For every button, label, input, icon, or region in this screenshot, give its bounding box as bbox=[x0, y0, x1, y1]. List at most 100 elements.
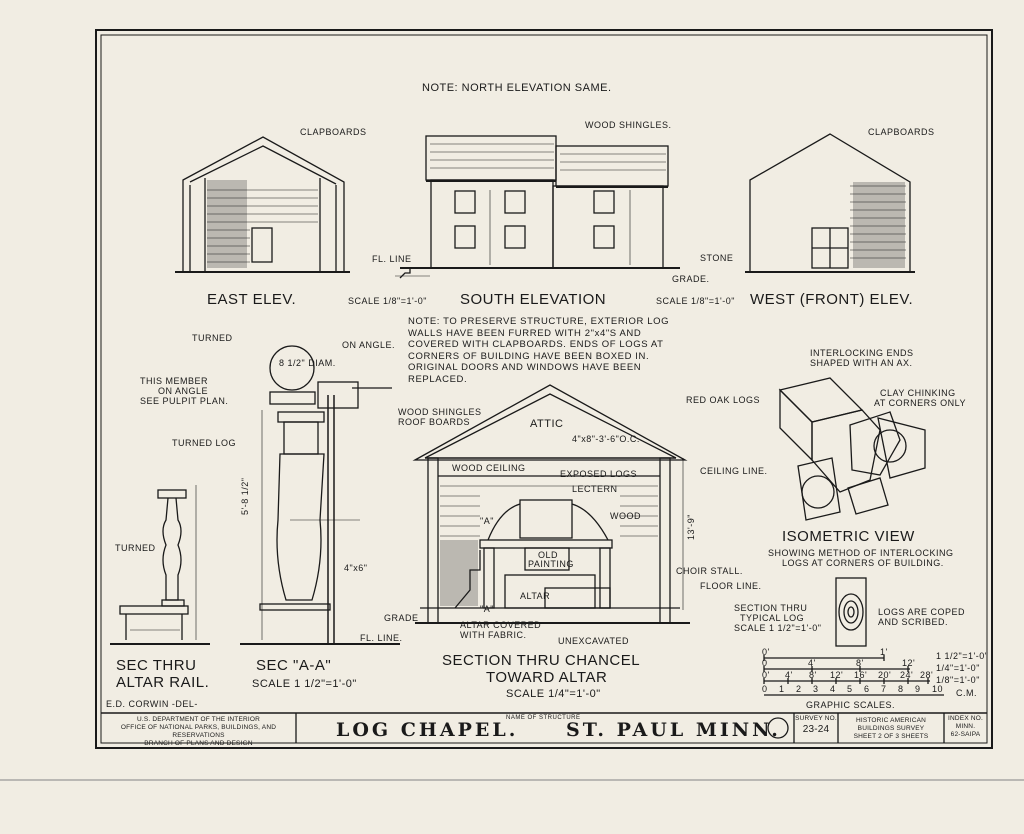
scale-row-4-tick-8: 8 bbox=[898, 684, 904, 694]
agency-line-2: OFFICE OF NATIONAL PARKS, BUILDINGS, AND… bbox=[120, 724, 277, 739]
aa-callout-fl-line: FL. LINE. bbox=[360, 633, 403, 643]
east-callout-clapboards: CLAPBOARDS bbox=[300, 127, 367, 137]
title-block-agency: U.S. DEPARTMENT OF THE INTERIOR OFFICE O… bbox=[101, 716, 296, 748]
scale-row-3-tick-0: 0' bbox=[762, 670, 770, 680]
chancel-scale: SCALE 1/4"=1'-0" bbox=[506, 688, 601, 700]
chancel-callout-lectern: LECTERN bbox=[572, 484, 618, 494]
scale-row-2-tick-3: 12' bbox=[902, 658, 916, 668]
west-callout-clapboards: CLAPBOARDS bbox=[868, 127, 935, 137]
south-callout-fl-line: FL. LINE bbox=[372, 254, 412, 264]
isometric-sub-1: SHOWING METHOD OF INTERLOCKING bbox=[768, 548, 954, 558]
scale-row-3-label: 1/8"=1'-0" bbox=[936, 675, 980, 685]
aa-callout-member-2: ON ANGLE bbox=[158, 386, 209, 396]
chancel-callout-shingles: WOOD SHINGLES bbox=[398, 407, 482, 417]
habs-line-2: BUILDINGS SURVEY bbox=[857, 725, 925, 732]
note-preserve-structure: NOTE: TO PRESERVE STRUCTURE, EXTERIOR LO… bbox=[408, 316, 670, 385]
chancel-callout-grade: GRADE bbox=[384, 613, 419, 623]
iso-callout-sec-log-3: SCALE 1 1/2"=1'-0" bbox=[734, 623, 822, 633]
chancel-callout-roof-boards: ROOF BOARDS bbox=[398, 417, 471, 427]
habs-block: HISTORIC AMERICAN BUILDINGS SURVEY SHEET… bbox=[838, 717, 944, 741]
note-north-elevation: NOTE: NORTH ELEVATION SAME. bbox=[422, 82, 612, 94]
iso-callout-interlock-1: INTERLOCKING ENDS bbox=[810, 348, 914, 358]
aa-callout-wood: 4"x6" bbox=[344, 563, 368, 573]
south-elevation-scale: SCALE 1/8"=1'-0" bbox=[656, 296, 735, 306]
index-line-1: MINN. bbox=[955, 723, 976, 730]
scale-row-4-tick-0: 0 bbox=[762, 684, 768, 694]
sec-aa-label: SEC "A-A" bbox=[256, 657, 332, 674]
index-line-2: 62-SAIPA bbox=[950, 731, 981, 738]
rail-callout-turned: TURNED bbox=[115, 543, 156, 553]
index-label: INDEX NO. bbox=[947, 715, 984, 722]
survey-label: SURVEY NO. bbox=[795, 715, 837, 722]
isometric-label: ISOMETRIC VIEW bbox=[782, 528, 915, 545]
structure-name: LOG CHAPEL. bbox=[336, 719, 519, 741]
altar-rail-label-1: SEC THRU bbox=[116, 657, 197, 674]
east-elevation-label: EAST ELEV. bbox=[207, 291, 297, 308]
aa-callout-member-3: SEE PULPIT PLAN. bbox=[140, 396, 229, 406]
scale-row-3-tick-1: 4' bbox=[785, 670, 793, 680]
index-block: INDEX NO. MINN. 62-SAIPA bbox=[944, 715, 987, 739]
scale-row-4-tick-7: 7 bbox=[881, 684, 887, 694]
chancel-label-1: SECTION THRU CHANCEL bbox=[442, 652, 641, 669]
scale-row-3-tick-3: 12' bbox=[830, 670, 844, 680]
chancel-callout-altar-covered-2: WITH FABRIC. bbox=[460, 630, 527, 640]
iso-callout-clay-2: AT CORNERS ONLY bbox=[874, 398, 967, 408]
chancel-dimension-height: 13'-9" bbox=[686, 514, 696, 540]
chancel-callout-choir-stall: CHOIR STALL. bbox=[676, 566, 743, 576]
chancel-callout-attic: ATTIC bbox=[530, 418, 564, 430]
chancel-callout-unexcavated: UNEXCAVATED bbox=[558, 636, 630, 646]
scale-row-1-label: 1 1/2"=1'-0" bbox=[936, 651, 989, 661]
altar-rail-label-2: ALTAR RAIL. bbox=[116, 674, 210, 691]
south-callout-shingles: WOOD SHINGLES. bbox=[585, 120, 672, 130]
south-callout-grade: GRADE. bbox=[672, 274, 710, 284]
scale-row-4-tick-1: 1 bbox=[779, 684, 785, 694]
scale-row-1-tick-0: 0' bbox=[762, 647, 770, 657]
aa-callout-diam: 8 1/2" DIAM. bbox=[279, 358, 336, 368]
scale-row-2-label: 1/4"=1'-0" bbox=[936, 663, 980, 673]
chancel-callout-altar-covered-1: ALTAR COVERED bbox=[460, 620, 542, 630]
scale-row-4-label: C.M. bbox=[956, 688, 977, 698]
survey-number: 23-24 bbox=[802, 724, 830, 735]
scale-row-3-tick-2: 8' bbox=[809, 670, 817, 680]
chancel-callout-altar: ALTAR bbox=[520, 591, 551, 601]
scale-row-4-tick-6: 6 bbox=[864, 684, 870, 694]
chancel-callout-wood-ceiling: WOOD CEILING bbox=[452, 463, 526, 473]
scale-row-2-tick-1: 4' bbox=[808, 658, 816, 668]
scale-row-3-tick-7: 28' bbox=[920, 670, 934, 680]
iso-callout-coped-2: AND SCRIBED. bbox=[878, 617, 949, 627]
iso-callout-coped-1: LOGS ARE COPED bbox=[878, 607, 966, 617]
chancel-callout-old-painting: OLD PAINTING bbox=[528, 550, 574, 569]
isometric-sub-2: LOGS AT CORNERS OF BUILDING. bbox=[782, 558, 944, 568]
sheet-of-sheets: SHEET 2 OF 3 SHEETS bbox=[853, 733, 929, 740]
west-elevation-label: WEST (FRONT) ELEV. bbox=[750, 291, 914, 308]
east-elevation-scale: SCALE 1/8"=1'-0" bbox=[348, 296, 427, 306]
aa-callout-member-1: THIS MEMBER bbox=[140, 376, 209, 386]
scale-row-4-tick-10: 10 bbox=[932, 684, 944, 694]
scale-row-2-tick-0: 0 bbox=[762, 658, 768, 668]
structure-location: ST. PAUL MINN. bbox=[566, 719, 781, 741]
scale-row-3-tick-4: 16' bbox=[854, 670, 868, 680]
scale-row-3-tick-5: 20' bbox=[878, 670, 892, 680]
aa-callout-turned: TURNED bbox=[192, 333, 233, 343]
chancel-callout-attic-dim: 4"x8"-3'-6"O.C. bbox=[572, 434, 640, 444]
chancel-label-2: TOWARD ALTAR bbox=[486, 669, 608, 686]
south-elevation-label: SOUTH ELEVATION bbox=[460, 291, 607, 308]
scale-row-2-tick-2: 8' bbox=[856, 658, 864, 668]
iso-callout-sec-log-1: SECTION THRU bbox=[734, 603, 808, 613]
chancel-callout-ceiling-line: CEILING LINE. bbox=[700, 466, 768, 476]
scale-row-4-tick-2: 2 bbox=[796, 684, 802, 694]
scale-row-4-tick-9: 9 bbox=[915, 684, 921, 694]
agency-line-1: U.S. DEPARTMENT OF THE INTERIOR bbox=[136, 716, 261, 723]
delineator: E.D. CORWIN -DEL- bbox=[106, 699, 198, 709]
sec-aa-scale: SCALE 1 1/2"=1'-0" bbox=[252, 678, 357, 690]
habs-line-1: HISTORIC AMERICAN bbox=[855, 717, 927, 724]
chancel-section-marker-a-2: "A" bbox=[480, 604, 494, 614]
chancel-callout-floor-line: FLOOR LINE. bbox=[700, 581, 762, 591]
scale-row-4-tick-3: 3 bbox=[813, 684, 819, 694]
chancel-section-marker-a-1: "A" bbox=[480, 516, 494, 526]
aa-dimension-height: 5'-8 1/2" bbox=[240, 477, 250, 515]
chancel-callout-exposed-logs: EXPOSED LOGS bbox=[560, 469, 638, 479]
iso-callout-red-oak: RED OAK LOGS bbox=[686, 395, 761, 405]
